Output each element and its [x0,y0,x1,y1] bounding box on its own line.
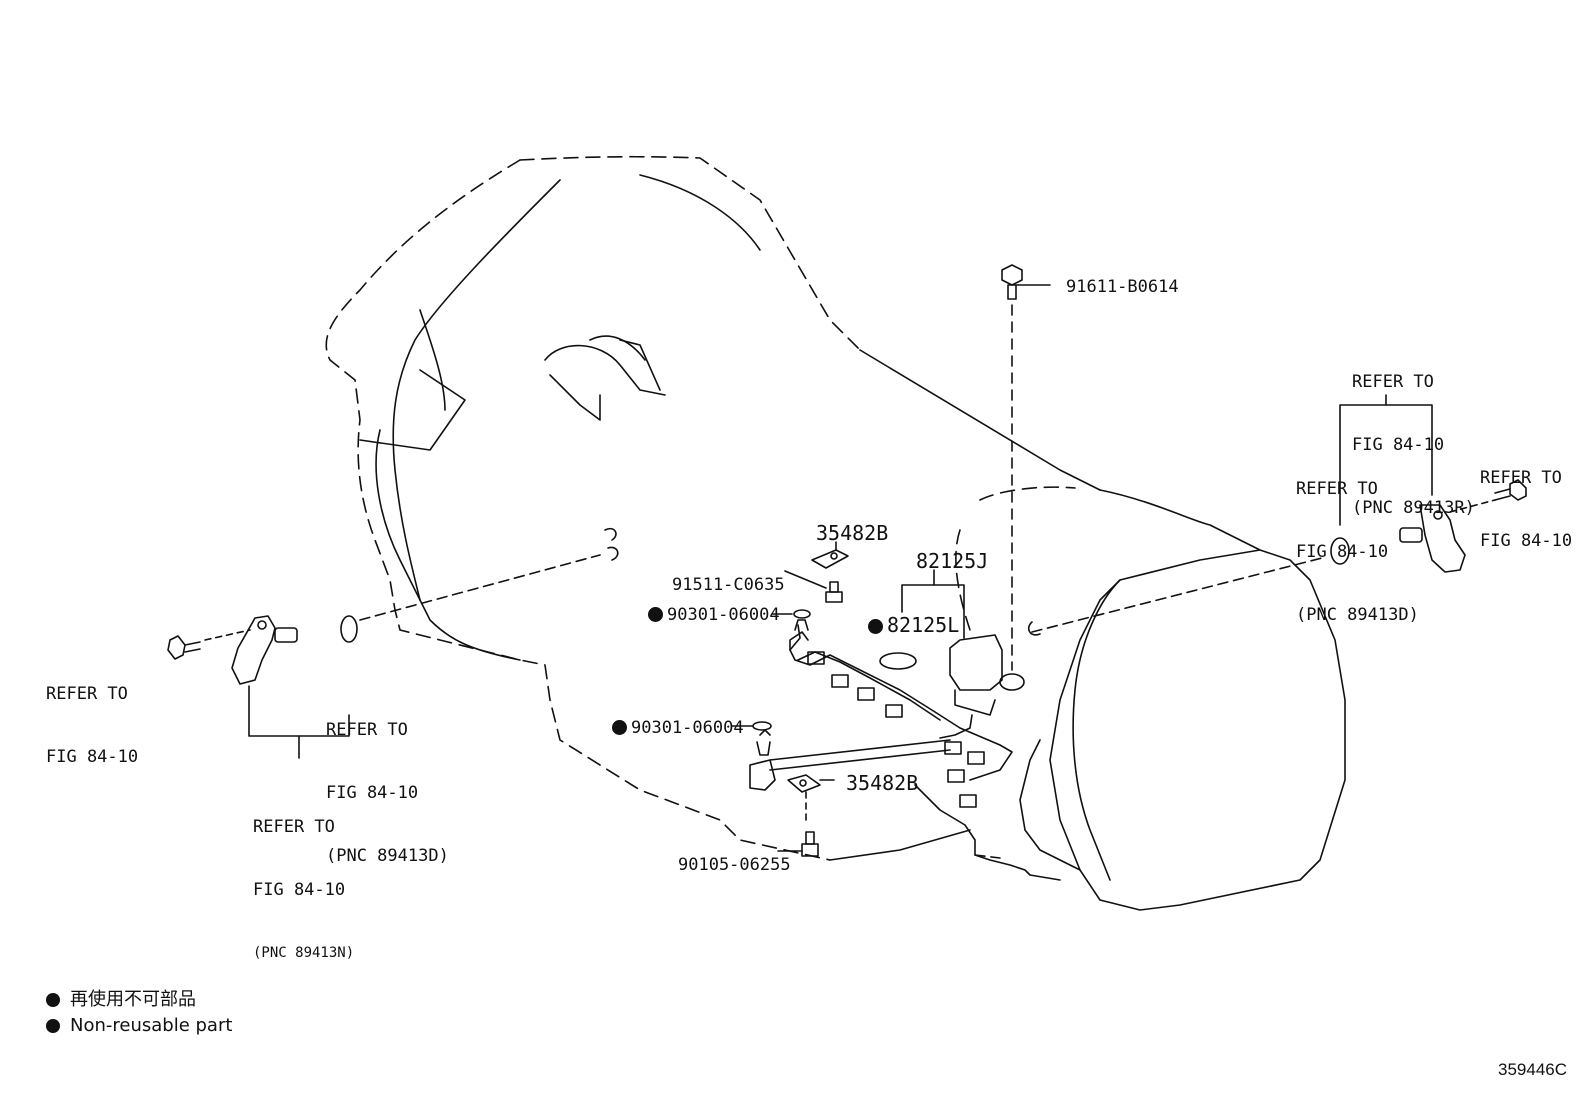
part-label-82125l[interactable]: 82125L [868,615,959,636]
refer-right-sensor[interactable]: REFER TO FIG 84-10 (PNC 89413R) [1352,372,1475,518]
legend-row-en: Non-reusable part [46,1013,232,1039]
right-bolt-icon [1450,480,1526,512]
left-axis-line [360,555,600,620]
right-clip-mark [1029,622,1040,635]
part-label-35482b-top[interactable]: 35482B [816,521,889,545]
part-label-90301-a[interactable]: 90301-06004 [648,605,780,626]
top-plate-icon [812,542,848,568]
left-clip-mark [605,529,618,560]
part-label-91611[interactable]: 91611-B0614 [1066,277,1179,297]
oil-pan [830,785,1060,880]
82125L-o-ring [880,653,916,669]
part-label-91511[interactable]: 91511-C0635 [672,575,785,595]
refer-right-o-ring[interactable]: REFER TO FIG 84-10 (PNC 89413D) [1296,479,1419,625]
legend: 再使用不可部品 Non-reusable part [46,987,232,1039]
right-speed-sensor-icon [1400,505,1465,572]
part-label-35482b-bottom[interactable]: 35482B [846,771,919,795]
bottom-bolt-icon [778,832,818,856]
wire-harness-icon [750,620,1012,807]
non-reusable-dot-icon [648,607,663,622]
bottom-plate-icon [788,775,834,820]
non-reusable-dot-icon [868,619,883,634]
transmission-housing [326,157,1100,860]
left-o-ring [341,616,357,642]
refer-left-o-ring[interactable]: REFER TO FIG 84-10 (PNC 89413D) [326,720,449,866]
top-bolt-icon [1002,265,1050,299]
refer-right-bolt[interactable]: REFER TO FIG 84-10 [1480,468,1573,551]
part-label-90105[interactable]: 90105-06255 [678,855,791,875]
part-label-90301-b[interactable]: 90301-06004 [612,718,744,739]
right-axis-line [1032,558,1322,632]
right-o-ring [1331,538,1349,564]
filled-circle-icon [46,993,60,1007]
part-label-82125j[interactable]: 82125J [916,549,989,573]
filled-circle-icon [46,1019,60,1033]
small-bolt-icon [785,571,842,602]
refer-left-bolt[interactable]: REFER TO FIG 84-10 [46,684,139,767]
small-o-ring-a [794,610,810,618]
small-o-ring-b [753,722,771,730]
82125J-bracket [902,585,964,638]
figure-number: 359446C [1498,1060,1568,1079]
refer-left-sensor[interactable]: REFER TO FIG 84-10 (PNC 89413N) [253,817,355,961]
extension-housing [956,487,1345,910]
left-speed-sensor-icon [232,616,297,684]
harness-connector-icon [940,635,1024,738]
left-bolt-icon [168,630,250,659]
legend-row-jp: 再使用不可部品 [46,987,232,1013]
non-reusable-dot-icon [612,720,627,735]
